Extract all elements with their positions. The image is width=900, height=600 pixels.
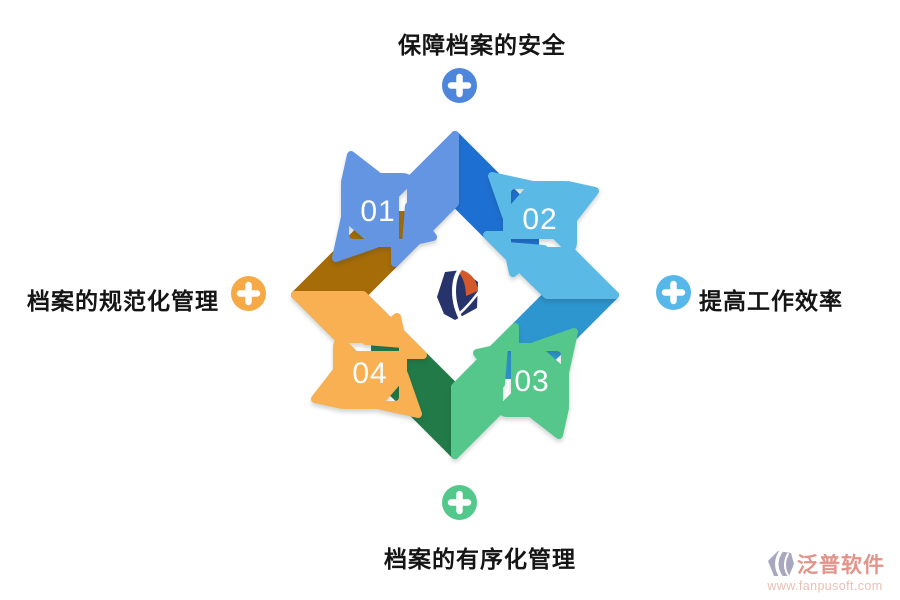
arrow-04-light [291,291,427,418]
light-arrows [291,131,619,459]
plus-glyph [661,280,686,305]
plus-icon-right [655,274,692,311]
fanpu-logo-swoosh-small [457,291,480,316]
fanpu-logo [437,266,480,323]
watermark-logo-icon [768,548,794,580]
step-numbers: 01 02 03 04 [352,195,557,398]
plus-icon-bottom [441,484,478,521]
step-number-03: 03 [514,365,549,398]
plus-icon-left [230,275,267,312]
watermark-logo-swoosh [775,548,784,580]
arrow-02-light [483,172,619,299]
plus-glyph [236,281,261,306]
step-number-02: 02 [522,203,557,236]
watermark-logo-swoosh-small [784,553,789,576]
plus-glyph [447,73,472,98]
cycle-diagram: 01 02 03 04 [291,131,619,459]
label-right: 提高工作效率 [699,288,843,314]
arrow-01-light [332,131,459,267]
step-number-04: 04 [352,357,387,390]
label-top: 保障档案的安全 [398,32,566,58]
watermark: 泛普软件 www.fanpusoft.com [754,548,896,593]
plus-glyph [447,490,472,515]
watermark-brand: 泛普软件 [797,554,885,577]
arrow-03-light [451,323,578,459]
label-bottom: 档案的有序化管理 [384,546,576,572]
label-left: 档案的规范化管理 [27,288,219,314]
fanpu-logo-orange [457,270,478,296]
plus-icon-top [441,67,478,104]
watermark-logo-hex [768,551,794,576]
step-number-01: 01 [360,195,395,228]
fanpu-logo-swoosh [452,266,464,323]
watermark-url: www.fanpusoft.com [767,579,883,593]
